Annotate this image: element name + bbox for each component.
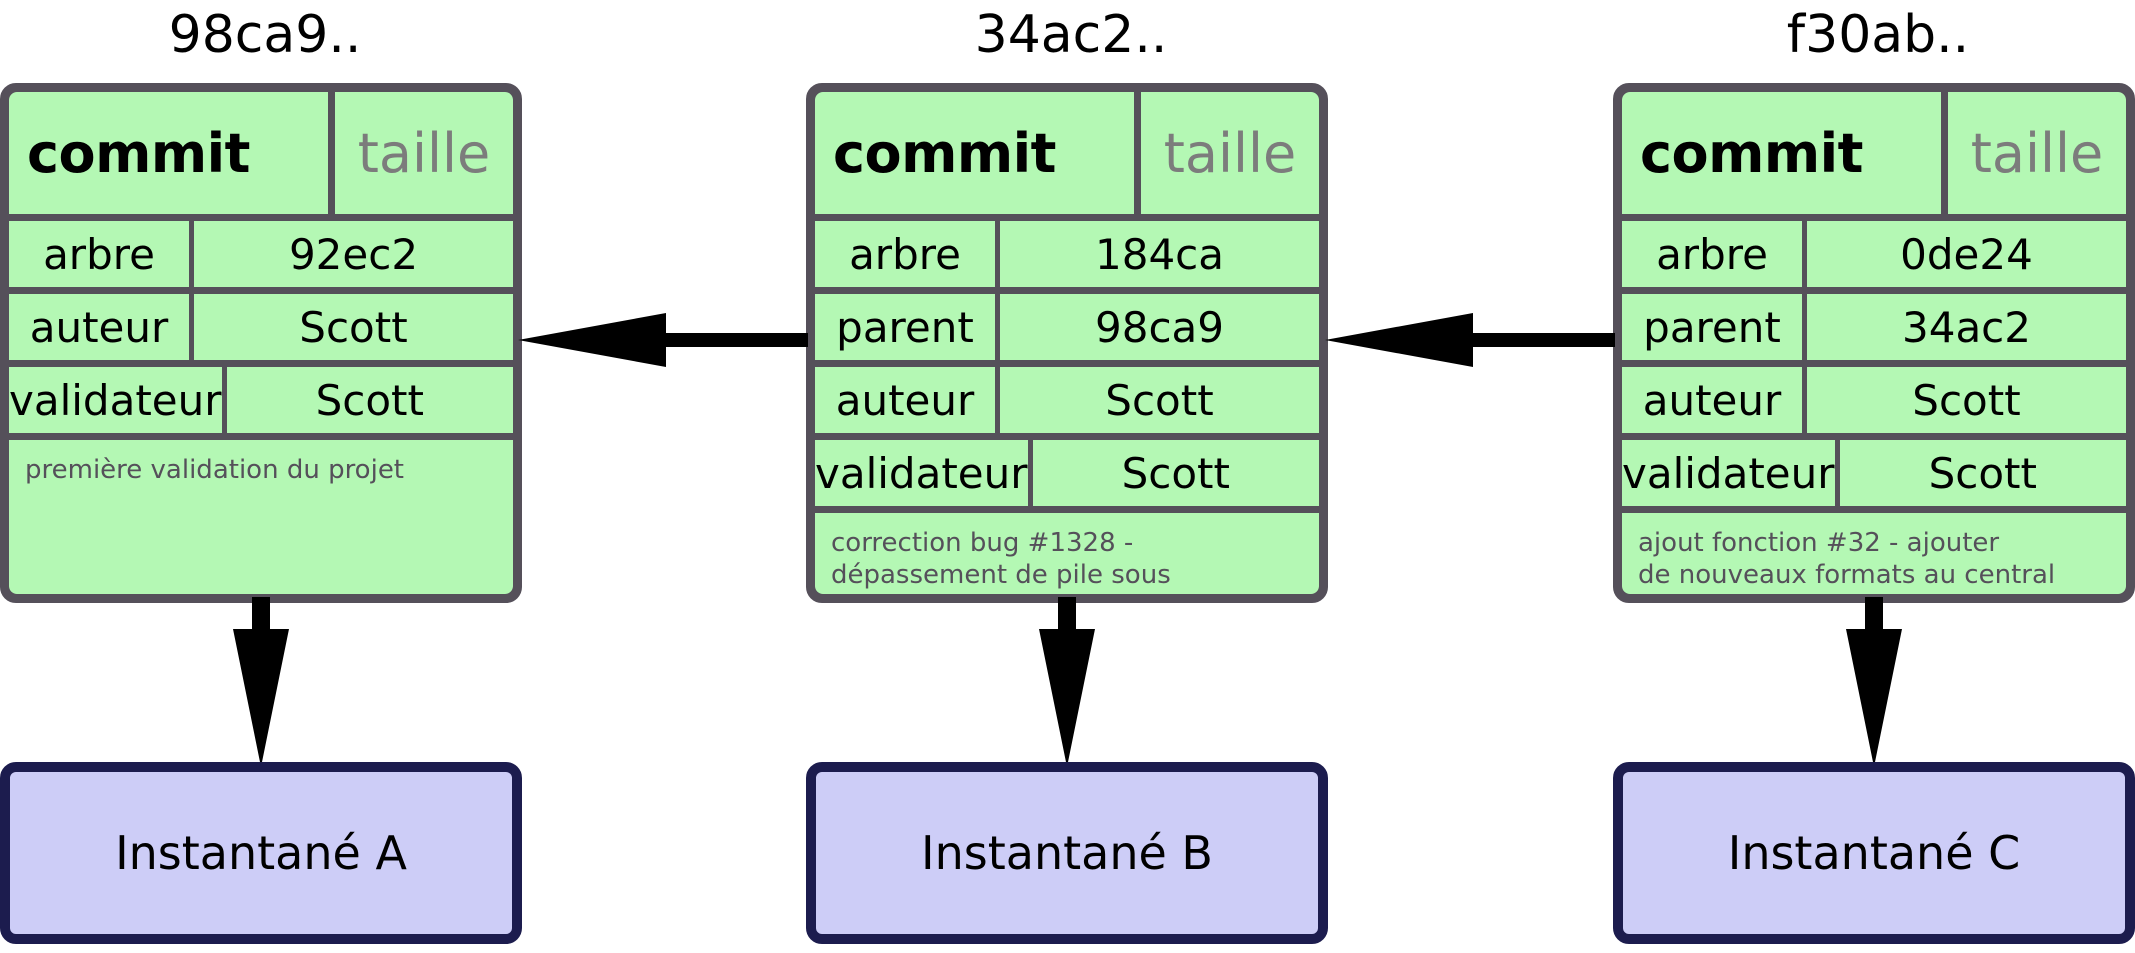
snapshot-arrow-1 xyxy=(233,597,289,767)
field-value: Scott xyxy=(1121,448,1230,498)
commit-type-label-2: commit xyxy=(833,121,1056,185)
commit-field-row: arbre 184ca xyxy=(815,221,1319,287)
field-key: auteur xyxy=(835,375,975,425)
snapshot-box-a[interactable]: Instantané A xyxy=(0,762,522,944)
snapshot-label-c: Instantané C xyxy=(1727,826,2021,880)
field-key: validateur xyxy=(815,448,1028,498)
field-value: Scott xyxy=(1928,448,2037,498)
cell-divider xyxy=(221,367,227,433)
cell-divider xyxy=(189,221,194,287)
field-value: 34ac2 xyxy=(1902,302,2031,352)
commit-message-2: correction bug #1328 - dépassement de pi… xyxy=(815,513,1319,594)
commit-title-3: f30ab.. xyxy=(1786,5,1970,65)
field-key: auteur xyxy=(1642,375,1782,425)
commit-fields-2: arbre 184ca parent 98ca9 auteur Scott va… xyxy=(815,214,1319,506)
commit-size-cell-2: taille xyxy=(1141,92,1319,214)
snapshot-label-b: Instantané B xyxy=(921,826,1213,880)
commit-title-2: 34ac2.. xyxy=(974,5,1168,65)
commit-field-row: auteur Scott xyxy=(815,367,1319,433)
field-value: Scott xyxy=(299,302,408,352)
snapshot-box-c[interactable]: Instantané C xyxy=(1613,762,2135,944)
commit-field-row: auteur Scott xyxy=(1622,367,2126,433)
commit-field-row: parent 98ca9 xyxy=(815,294,1319,360)
snapshot-box-b[interactable]: Instantané B xyxy=(806,762,1328,944)
field-value: Scott xyxy=(1105,375,1214,425)
commit-header-3: commit taille xyxy=(1622,92,2126,214)
commit-type-label-1: commit xyxy=(27,121,250,185)
commit-title-1: 98ca9.. xyxy=(168,5,362,65)
field-key: arbre xyxy=(1656,229,1768,279)
commit-header-1: commit taille xyxy=(9,92,513,214)
commit-type-cell-3: commit xyxy=(1622,92,1941,214)
commit-header-2: commit taille xyxy=(815,92,1319,214)
field-key: parent xyxy=(836,302,974,352)
commit-field-row: parent 34ac2 xyxy=(1622,294,2126,360)
commit-size-label-2: taille xyxy=(1163,121,1297,185)
cell-divider xyxy=(995,294,1000,360)
commit-size-cell-1: taille xyxy=(335,92,513,214)
cell-divider xyxy=(189,294,194,360)
commit-fields-3: arbre 0de24 parent 34ac2 auteur Scott va… xyxy=(1622,214,2126,506)
commit-field-row: validateur Scott xyxy=(9,367,513,433)
commit-field-row: auteur Scott xyxy=(9,294,513,360)
commit-message-1: première validation du projet xyxy=(9,440,513,594)
commit-box-2[interactable]: commit taille arbre 184ca parent 98ca9 xyxy=(806,83,1328,603)
commit-type-cell-1: commit xyxy=(9,92,328,214)
field-key: arbre xyxy=(43,229,155,279)
field-key: validateur xyxy=(1622,448,1835,498)
field-key: validateur xyxy=(9,375,222,425)
commit-field-row: validateur Scott xyxy=(815,440,1319,506)
cell-divider xyxy=(1834,440,1840,506)
cell-divider xyxy=(1027,440,1033,506)
field-key: auteur xyxy=(29,302,169,352)
commit-field-row: arbre 92ec2 xyxy=(9,221,513,287)
commit-type-cell-2: commit xyxy=(815,92,1134,214)
cell-divider xyxy=(1802,367,1807,433)
field-value: Scott xyxy=(315,375,424,425)
commit-size-label-1: taille xyxy=(357,121,491,185)
field-value: 184ca xyxy=(1095,229,1224,279)
cell-divider xyxy=(1802,294,1807,360)
field-value: Scott xyxy=(1912,375,2021,425)
parent-arrow-3-to-2 xyxy=(1325,313,1615,367)
commit-box-3[interactable]: commit taille arbre 0de24 parent 34ac2 xyxy=(1613,83,2135,603)
cell-divider xyxy=(995,221,1000,287)
commit-type-label-3: commit xyxy=(1640,121,1863,185)
field-value: 92ec2 xyxy=(288,229,419,279)
snapshot-label-a: Instantané A xyxy=(115,826,407,880)
parent-arrow-2-to-1 xyxy=(518,313,808,367)
commit-message-3: ajout fonction #32 - ajouter de nouveaux… xyxy=(1622,513,2126,594)
snapshot-arrow-3 xyxy=(1846,597,1902,767)
cell-divider xyxy=(995,367,1000,433)
commit-box-1[interactable]: commit taille arbre 92ec2 auteur Scott xyxy=(0,83,522,603)
field-value: 98ca9 xyxy=(1095,302,1224,352)
cell-divider xyxy=(1802,221,1807,287)
field-value: 0de24 xyxy=(1900,229,2033,279)
commit-field-row: validateur Scott xyxy=(1622,440,2126,506)
commit-size-label-3: taille xyxy=(1970,121,2104,185)
field-key: parent xyxy=(1643,302,1781,352)
commit-size-cell-3: taille xyxy=(1948,92,2126,214)
commit-fields-1: arbre 92ec2 auteur Scott validateur Scot… xyxy=(9,214,513,433)
commit-field-row: arbre 0de24 xyxy=(1622,221,2126,287)
field-key: arbre xyxy=(849,229,961,279)
snapshot-arrow-2 xyxy=(1039,597,1095,767)
